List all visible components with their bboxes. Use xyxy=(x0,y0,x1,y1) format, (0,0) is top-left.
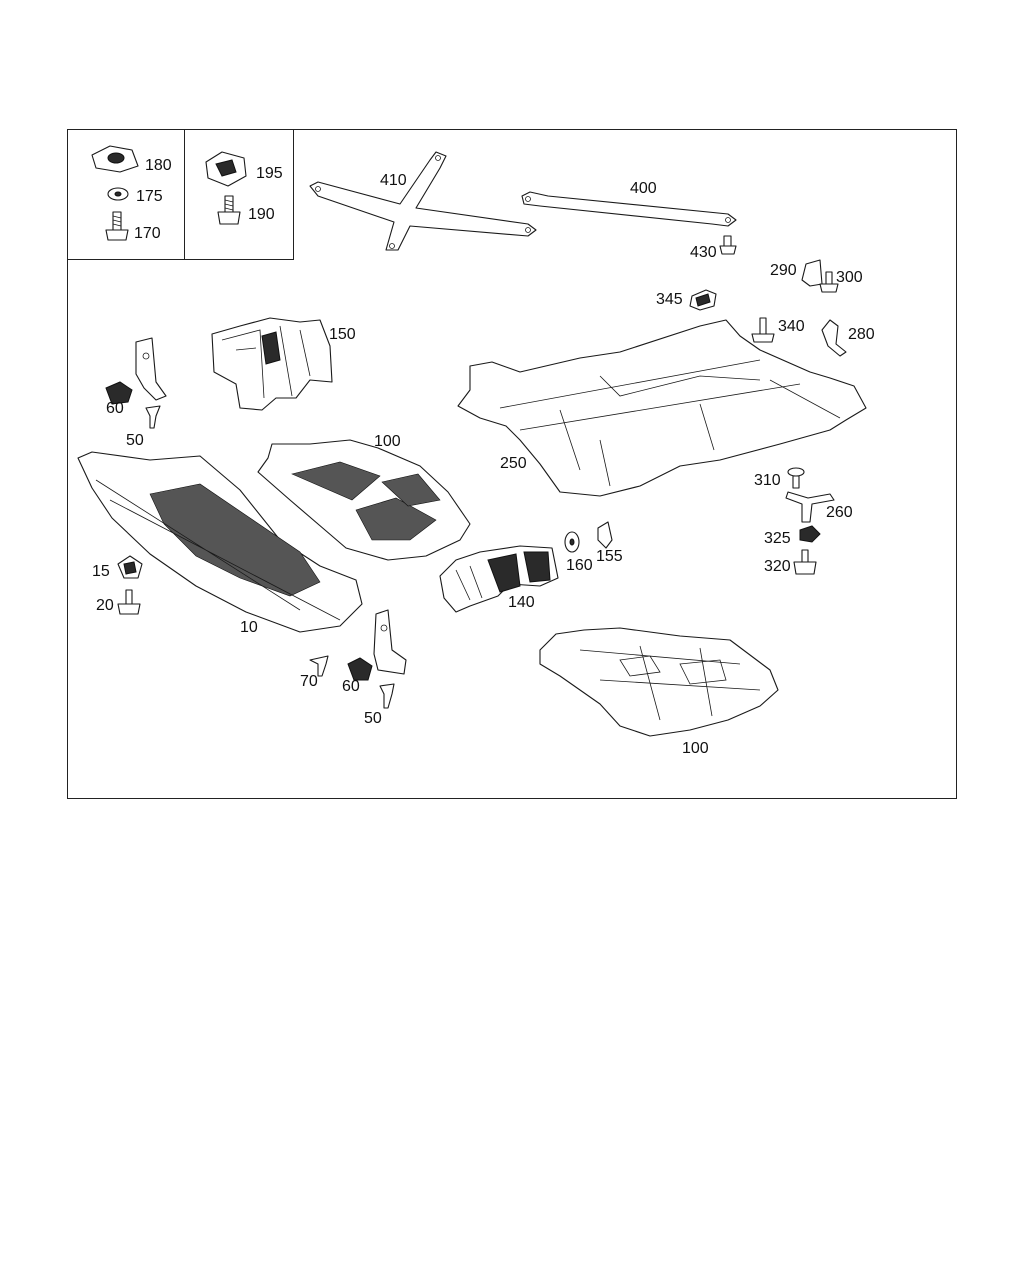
callout-60-upper: 60 xyxy=(106,400,124,417)
part-155-plug xyxy=(597,521,613,549)
callout-260: 260 xyxy=(826,504,853,521)
diagram-frame xyxy=(67,129,957,799)
callout-50-upper: 50 xyxy=(126,432,144,449)
callout-300: 300 xyxy=(836,269,863,286)
callout-60-lower: 60 xyxy=(342,678,360,695)
callout-320: 320 xyxy=(764,558,791,575)
inset-box-fasteners-b xyxy=(184,129,294,260)
callout-175: 175 xyxy=(136,188,163,205)
part-bracket-lower xyxy=(373,609,407,675)
part-190-screw xyxy=(217,195,241,225)
part-180-clip xyxy=(91,145,139,173)
part-15-clip xyxy=(117,555,143,579)
part-20-screw xyxy=(117,589,141,615)
part-250-center-panel xyxy=(457,319,867,497)
part-100-splash-shield-upper xyxy=(257,439,471,561)
callout-345: 345 xyxy=(656,291,683,308)
callout-70: 70 xyxy=(300,673,318,690)
part-175-washer xyxy=(107,187,129,201)
part-300-screw xyxy=(819,271,839,293)
part-280-bracket xyxy=(821,319,847,357)
part-140-insulation xyxy=(439,545,559,613)
part-50-pin-upper xyxy=(145,405,161,429)
callout-430: 430 xyxy=(690,244,717,261)
part-170-bolt xyxy=(105,211,129,241)
part-340-screw xyxy=(751,317,775,343)
part-50-pin-lower xyxy=(379,683,395,709)
callout-100-lower: 100 xyxy=(682,740,709,757)
part-10-front-panel xyxy=(77,451,363,633)
callout-10: 10 xyxy=(240,619,258,636)
part-430-screw xyxy=(719,235,737,255)
callout-400: 400 xyxy=(630,180,657,197)
callout-290: 290 xyxy=(770,262,797,279)
part-60-clip-upper xyxy=(105,381,133,405)
callout-15: 15 xyxy=(92,563,110,580)
part-70-pin xyxy=(309,655,329,677)
callout-250: 250 xyxy=(500,455,527,472)
callout-280: 280 xyxy=(848,326,875,343)
callout-100-upper: 100 xyxy=(374,433,401,450)
part-195-nut-clip xyxy=(205,151,247,187)
callout-340: 340 xyxy=(778,318,805,335)
callout-150: 150 xyxy=(329,326,356,343)
callout-140: 140 xyxy=(508,594,535,611)
part-150-air-guide xyxy=(211,317,333,411)
callout-160: 160 xyxy=(566,557,593,574)
part-400-strut xyxy=(521,191,737,227)
part-60-clip-lower xyxy=(347,657,373,681)
callout-190: 190 xyxy=(248,206,275,223)
callout-155: 155 xyxy=(596,548,623,565)
part-325-clip xyxy=(799,525,821,543)
callout-180: 180 xyxy=(145,157,172,174)
part-bracket-upper-left xyxy=(135,337,167,401)
callout-20: 20 xyxy=(96,597,114,614)
part-410-cross-brace xyxy=(309,151,537,251)
callout-325: 325 xyxy=(764,530,791,547)
part-160-washer xyxy=(564,531,580,553)
part-320-screw xyxy=(793,549,817,575)
callout-50-lower: 50 xyxy=(364,710,382,727)
callout-410: 410 xyxy=(380,172,407,189)
callout-310: 310 xyxy=(754,472,781,489)
part-100-engine-shield-lower xyxy=(539,627,779,737)
part-260-bracket xyxy=(785,491,835,523)
part-290-bracket xyxy=(801,259,823,287)
callout-195: 195 xyxy=(256,165,283,182)
part-345-clip xyxy=(689,289,717,311)
part-310-screw xyxy=(787,467,805,489)
callout-170: 170 xyxy=(134,225,161,242)
